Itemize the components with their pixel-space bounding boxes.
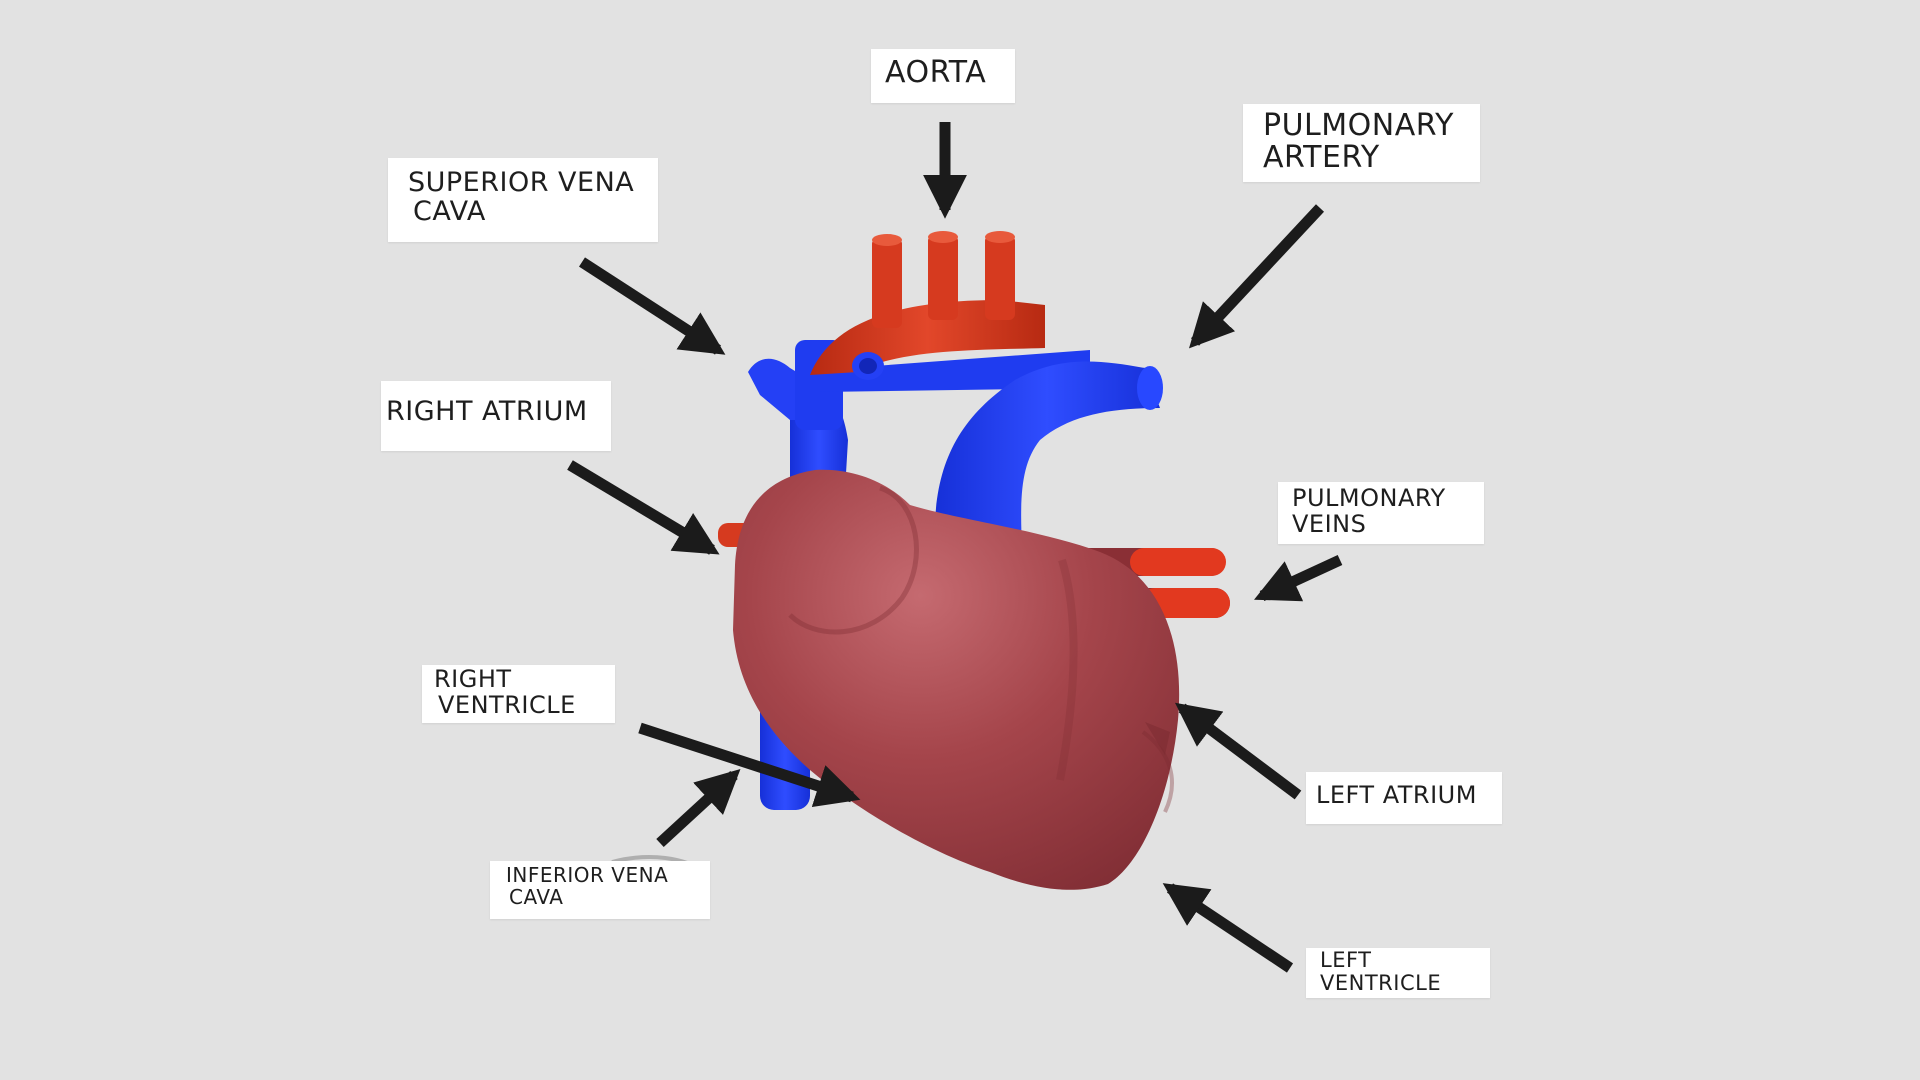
arrow-left-atrium	[1174, 702, 1302, 800]
label-inferior-vena-cava: INFERIOR VENA CAVA	[490, 861, 710, 919]
label-pulmonary-artery-line-2: ARTERY	[1263, 140, 1380, 176]
label-left-ventricle-line-1: LEFT	[1320, 948, 1372, 972]
pulmonary-artery-vessel	[820, 350, 1163, 548]
arrow-superior-vena-cava	[579, 257, 726, 355]
heart-body	[733, 469, 1180, 890]
label-right-ventricle-line-1: RIGHT	[434, 665, 512, 693]
label-left-ventricle-line-2: VENTRICLE	[1320, 970, 1442, 995]
label-superior-vena-cava-line-1: SUPERIOR VENA	[408, 167, 635, 198]
label-right-atrium-line-1: RIGHT ATRIUM	[386, 396, 588, 427]
arrow-right-ventricle	[638, 722, 861, 808]
label-superior-vena-cava-line-2: CAVA	[413, 196, 486, 228]
label-aorta: AORTA	[871, 49, 1015, 103]
label-right-atrium: RIGHT ATRIUM	[381, 381, 611, 451]
label-pulmonary-artery: PULMONARY ARTERY	[1243, 104, 1480, 182]
label-superior-vena-cava: SUPERIOR VENA CAVA	[388, 158, 658, 242]
label-left-atrium: LEFT ATRIUM	[1306, 772, 1502, 824]
label-right-ventricle: RIGHT VENTRICLE	[422, 665, 615, 723]
arrows	[567, 122, 1343, 973]
label-inferior-vena-cava-line-1: INFERIOR VENA	[506, 863, 669, 887]
label-pulmonary-veins: PULMONARY VEINS	[1278, 482, 1484, 544]
aorta-vessel	[810, 231, 1045, 380]
arrow-pulmonary-veins	[1254, 555, 1343, 602]
label-left-ventricle: LEFT VENTRICLE	[1306, 948, 1490, 998]
label-pulmonary-artery-line-1: PULMONARY	[1263, 108, 1454, 143]
label-pulmonary-veins-line-1: PULMONARY	[1292, 484, 1446, 512]
label-left-atrium-line-1: LEFT ATRIUM	[1316, 781, 1477, 809]
arrow-left-ventricle	[1162, 883, 1294, 973]
label-aorta-line-1: AORTA	[885, 55, 987, 90]
arrow-inferior-vena-cava	[656, 769, 741, 848]
arrow-right-atrium	[567, 460, 720, 555]
label-right-ventricle-line-2: VENTRICLE	[438, 690, 576, 719]
arrow-pulmonary-artery	[1188, 204, 1325, 349]
label-inferior-vena-cava-line-2: CAVA	[509, 884, 564, 909]
label-pulmonary-veins-line-2: VEINS	[1292, 509, 1367, 538]
